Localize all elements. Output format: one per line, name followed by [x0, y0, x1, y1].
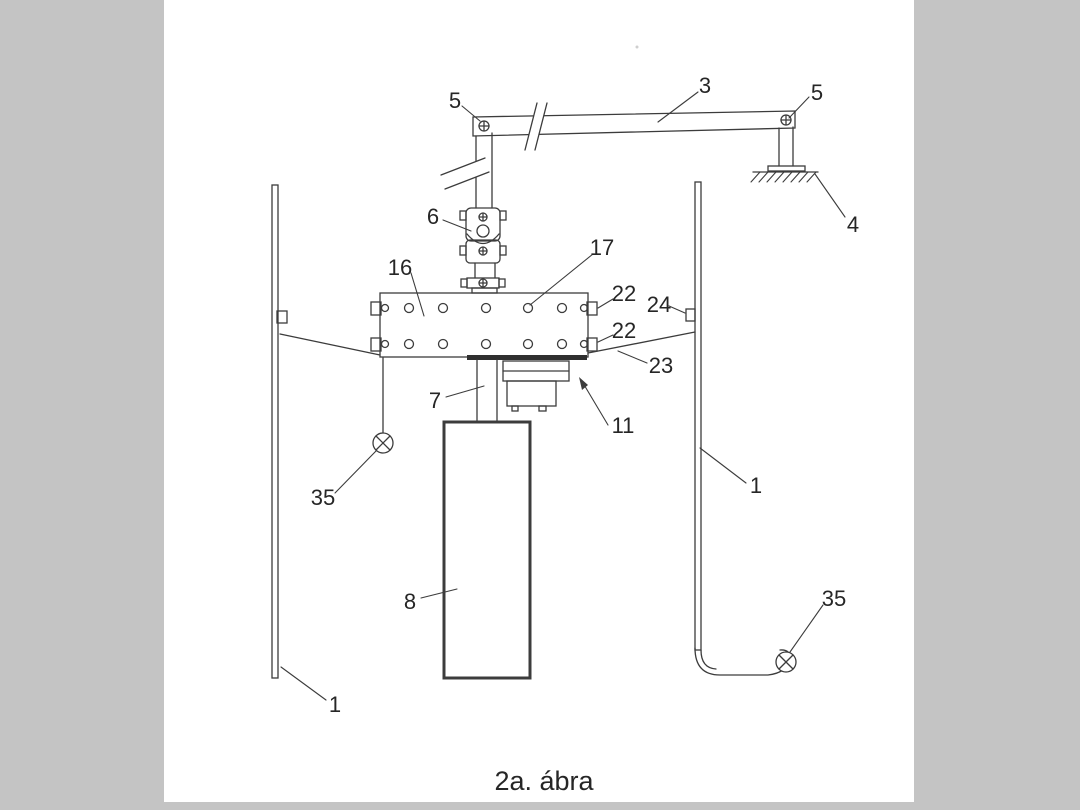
- label-22-bottom: 22: [612, 318, 636, 343]
- label-1-right: 1: [750, 473, 762, 498]
- label-5-right: 5: [811, 80, 823, 105]
- label-24: 24: [647, 292, 671, 317]
- figure-caption: 2a. ábra: [494, 766, 594, 796]
- plate-holes-top-row: [380, 302, 589, 314]
- ground-hatching: [750, 171, 817, 183]
- reference-numerals: 3 5 5 4 6 16 17 22 22 24 23 7 11 35 8 1 …: [311, 73, 859, 796]
- leader-35-left: [334, 450, 377, 494]
- joint-bolt-bottom: [478, 246, 488, 256]
- shaft-break-mark: [440, 157, 490, 190]
- label-7: 7: [429, 388, 441, 413]
- label-17: 17: [590, 235, 614, 260]
- perforated-plate: [370, 292, 598, 360]
- beam-pin-left: [478, 120, 490, 132]
- leader-24: [668, 305, 686, 314]
- top-beam: [472, 102, 796, 151]
- label-22-top: 22: [612, 281, 636, 306]
- right-wall-bracket-24: [685, 308, 696, 322]
- hanging-box: [442, 420, 532, 680]
- leader-35-right: [789, 604, 824, 653]
- leader-lines: [280, 91, 846, 701]
- plate-lug-right-bottom: [586, 337, 598, 352]
- plate-lug-left-top: [370, 301, 382, 316]
- leader-22-bottom: [597, 334, 614, 343]
- label-5-left: 5: [449, 88, 461, 113]
- left-cable: [279, 333, 384, 434]
- beam-pin-right: [780, 114, 792, 126]
- label-4: 4: [847, 212, 859, 237]
- label-3: 3: [699, 73, 711, 98]
- left-wall-bracket: [276, 310, 288, 324]
- paper-speck: [635, 45, 639, 49]
- support-column: [476, 359, 498, 423]
- label-6: 6: [427, 204, 439, 229]
- plate-lug-left-bottom: [370, 337, 382, 352]
- leader-16: [410, 272, 425, 317]
- plate-lug-right-top: [586, 301, 598, 316]
- leader-17: [529, 253, 594, 306]
- beam-break-mark: [524, 102, 548, 151]
- leader-22-top: [597, 298, 614, 309]
- label-11: 11: [612, 413, 635, 438]
- plate-pad-strip: [467, 355, 587, 360]
- leader-5-right: [788, 96, 810, 119]
- label-23: 23: [649, 353, 673, 378]
- leader-1-right: [699, 447, 747, 484]
- leader-5-left: [461, 105, 481, 122]
- motor-unit: [502, 360, 570, 412]
- leader-11-arrow: [579, 377, 609, 426]
- leader-23: [617, 350, 648, 364]
- leader-6: [442, 219, 472, 232]
- label-8: 8: [404, 589, 416, 614]
- right-seal-tag: [775, 651, 797, 673]
- cardan-joint: [459, 207, 507, 294]
- drawing-lines: [271, 91, 846, 701]
- left-seal-tag: [372, 432, 394, 454]
- right-cable: [587, 331, 696, 354]
- leader-4: [814, 173, 846, 218]
- leader-3: [657, 91, 699, 123]
- hanging-shaft: [440, 132, 493, 209]
- leader-1-left: [280, 666, 327, 701]
- joint-bolt-top: [478, 212, 488, 222]
- left-wall: [271, 184, 288, 679]
- leader-8: [420, 588, 458, 599]
- ground-support: [750, 126, 819, 183]
- label-35-right: 35: [822, 586, 846, 611]
- label-16: 16: [388, 255, 412, 280]
- leader-7: [445, 385, 485, 398]
- label-35-left: 35: [311, 485, 335, 510]
- label-1-left: 1: [329, 692, 341, 717]
